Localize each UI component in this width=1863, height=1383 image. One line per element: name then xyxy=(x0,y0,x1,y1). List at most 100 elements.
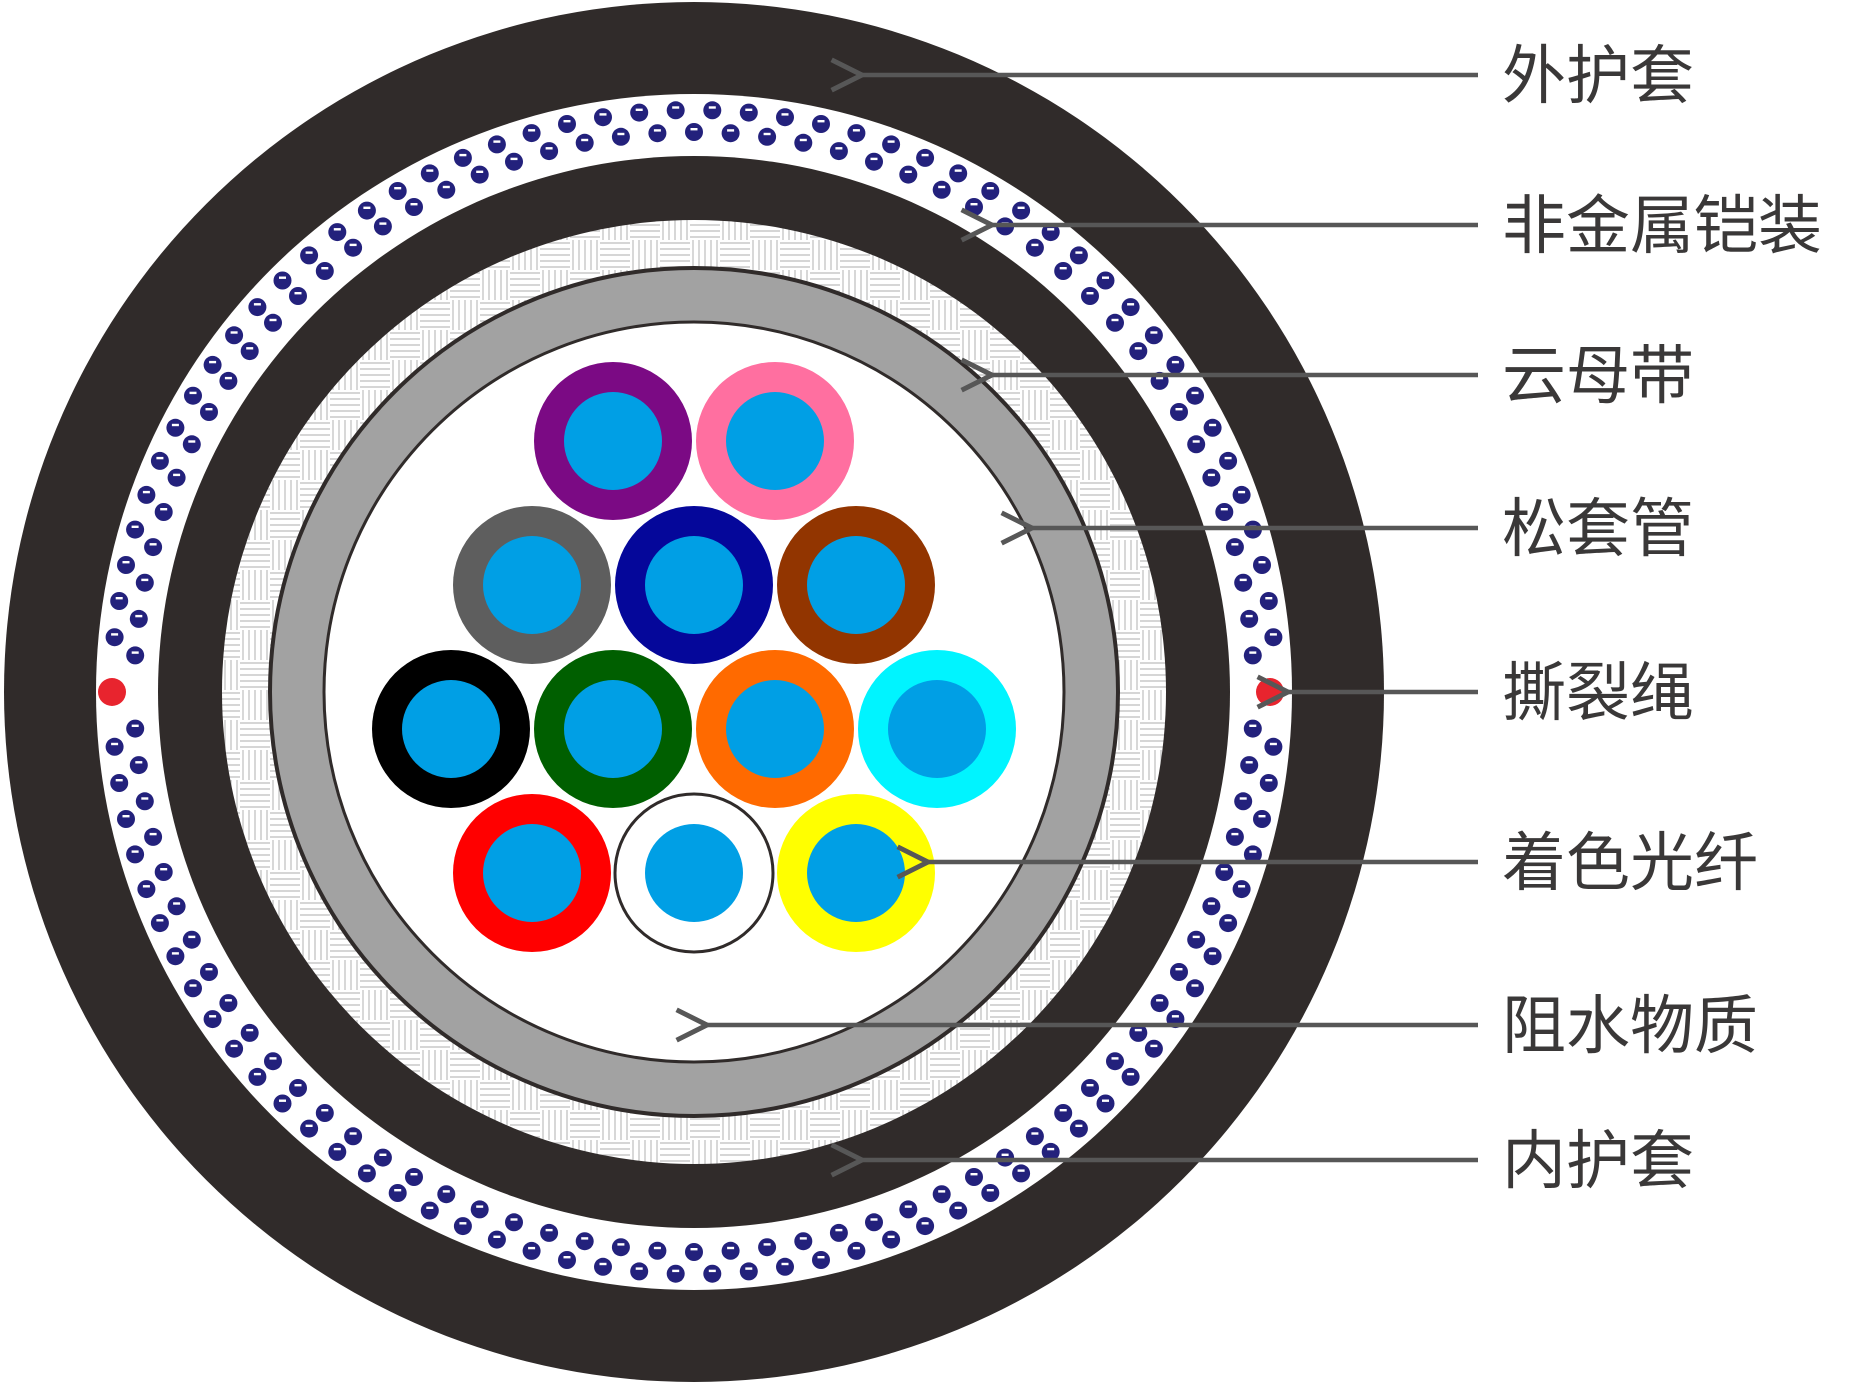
armor-dot-highlight xyxy=(1017,206,1025,209)
armor-dot xyxy=(1096,271,1115,290)
armor-dot-highlight xyxy=(563,120,571,123)
armor-dot xyxy=(184,386,202,405)
armor-dot xyxy=(965,1168,983,1186)
armor-dot xyxy=(129,609,148,628)
armor-dot xyxy=(470,1200,489,1219)
armor-dot xyxy=(453,148,472,167)
armor-dot-highlight xyxy=(1191,984,1199,987)
armor-dot-highlight xyxy=(205,968,213,971)
armor-dot xyxy=(776,108,794,127)
armor-dot xyxy=(812,1251,830,1269)
armor-dot-highlight xyxy=(141,797,149,800)
armor-dot-highlight xyxy=(279,276,286,279)
armor-dot-highlight xyxy=(921,1222,929,1225)
armor-dot-highlight xyxy=(581,138,589,142)
armor-dot xyxy=(110,592,129,610)
armor-dot xyxy=(882,1230,901,1249)
armor-dot-highlight xyxy=(745,108,753,111)
armor-dot-highlight xyxy=(1220,868,1228,871)
armor-dot xyxy=(126,719,145,738)
armor-dot xyxy=(264,313,282,332)
armor-dot-highlight xyxy=(1239,797,1247,800)
armor-dot xyxy=(105,628,124,647)
armor-dot xyxy=(200,963,218,981)
armor-dot-highlight xyxy=(442,1190,450,1193)
armor-dot-highlight xyxy=(954,1206,962,1209)
armor-dot xyxy=(1025,238,1044,257)
armor-dot-highlight xyxy=(745,1267,753,1270)
armor-dot xyxy=(865,1213,883,1232)
armor-dot-highlight xyxy=(635,108,643,111)
armor-dot xyxy=(611,1238,630,1257)
armor-dot-highlight xyxy=(1059,1109,1067,1112)
armor-dot-highlight xyxy=(690,1248,698,1251)
armor-dot xyxy=(1187,930,1206,949)
armor-dot-highlight xyxy=(617,132,625,136)
armor-dot-highlight xyxy=(246,347,254,350)
armor-dot-highlight xyxy=(459,153,467,157)
armor-dot-highlight xyxy=(545,147,553,150)
armor-dot xyxy=(1054,1104,1073,1122)
armor-dot xyxy=(420,164,439,183)
armor-dot xyxy=(315,262,334,280)
armor-dot-highlight xyxy=(131,651,139,654)
armor-dot-highlight xyxy=(1086,1084,1094,1087)
armor-dot-highlight xyxy=(493,1235,501,1238)
armor-dot-highlight xyxy=(224,999,232,1002)
armor-dot-highlight xyxy=(690,128,698,131)
armor-dot-highlight xyxy=(321,1109,329,1112)
armor-dot-highlight xyxy=(653,129,661,132)
label-loose-tube: 松套管 xyxy=(1502,493,1694,567)
label-nonmetal-armor: 非金属铠装 xyxy=(1502,190,1822,264)
armor-dot xyxy=(1215,863,1234,881)
armor-dot xyxy=(540,142,559,161)
fiber-core xyxy=(483,536,581,634)
fiber-core xyxy=(888,680,986,778)
armor-dot xyxy=(453,1217,472,1236)
armor-dot-highlight xyxy=(1102,1099,1109,1102)
armor-dot-highlight xyxy=(189,391,197,395)
armor-dot-highlight xyxy=(122,561,130,564)
armor-dot xyxy=(540,1223,559,1242)
armor-dot xyxy=(388,1184,407,1202)
armor-dot-highlight xyxy=(111,633,119,636)
armor-dot xyxy=(739,1262,758,1281)
armor-dot-highlight xyxy=(205,408,213,411)
fiber-core xyxy=(807,536,905,634)
armor-dot xyxy=(558,1251,576,1269)
armor-dot xyxy=(1144,326,1163,345)
armor-dot-highlight xyxy=(426,1206,434,1209)
armor-dot xyxy=(437,1185,456,1204)
armor-dot xyxy=(184,979,202,998)
armor-dot-highlight xyxy=(708,106,716,109)
armor-dot xyxy=(273,271,292,290)
armor-dot-highlight xyxy=(1086,292,1094,295)
armor-dot-highlight xyxy=(852,129,860,132)
armor-dot xyxy=(794,133,813,152)
armor-dot xyxy=(248,298,267,317)
armor-dot-highlight xyxy=(1102,276,1109,279)
armor-dot-highlight xyxy=(921,153,929,157)
armor-dot xyxy=(344,238,363,257)
label-mica-tape: 云母带 xyxy=(1502,340,1694,414)
armor-dot-highlight xyxy=(672,1269,680,1273)
armor-dot-highlight xyxy=(135,761,143,764)
armor-dot-highlight xyxy=(617,1243,625,1246)
armor-dot xyxy=(685,1243,703,1261)
armor-dot-highlight xyxy=(142,885,150,888)
armor-dot-highlight xyxy=(363,206,371,209)
armor-dot xyxy=(1106,1052,1124,1071)
armor-dot xyxy=(1170,963,1188,981)
armor-dot-highlight xyxy=(379,1153,387,1156)
armor-dot-highlight xyxy=(1245,761,1253,764)
armor-dot xyxy=(144,827,163,846)
armor-dot-highlight xyxy=(209,360,217,364)
armor-dot-highlight xyxy=(131,724,139,727)
armor-dot xyxy=(965,198,983,216)
armor-dot-highlight xyxy=(305,251,313,254)
armor-dot-highlight xyxy=(1249,850,1257,853)
armor-dot-highlight xyxy=(1001,1153,1009,1156)
armor-dot xyxy=(1150,994,1169,1013)
armor-dot-highlight xyxy=(581,1237,589,1240)
armor-dot xyxy=(357,1164,376,1183)
